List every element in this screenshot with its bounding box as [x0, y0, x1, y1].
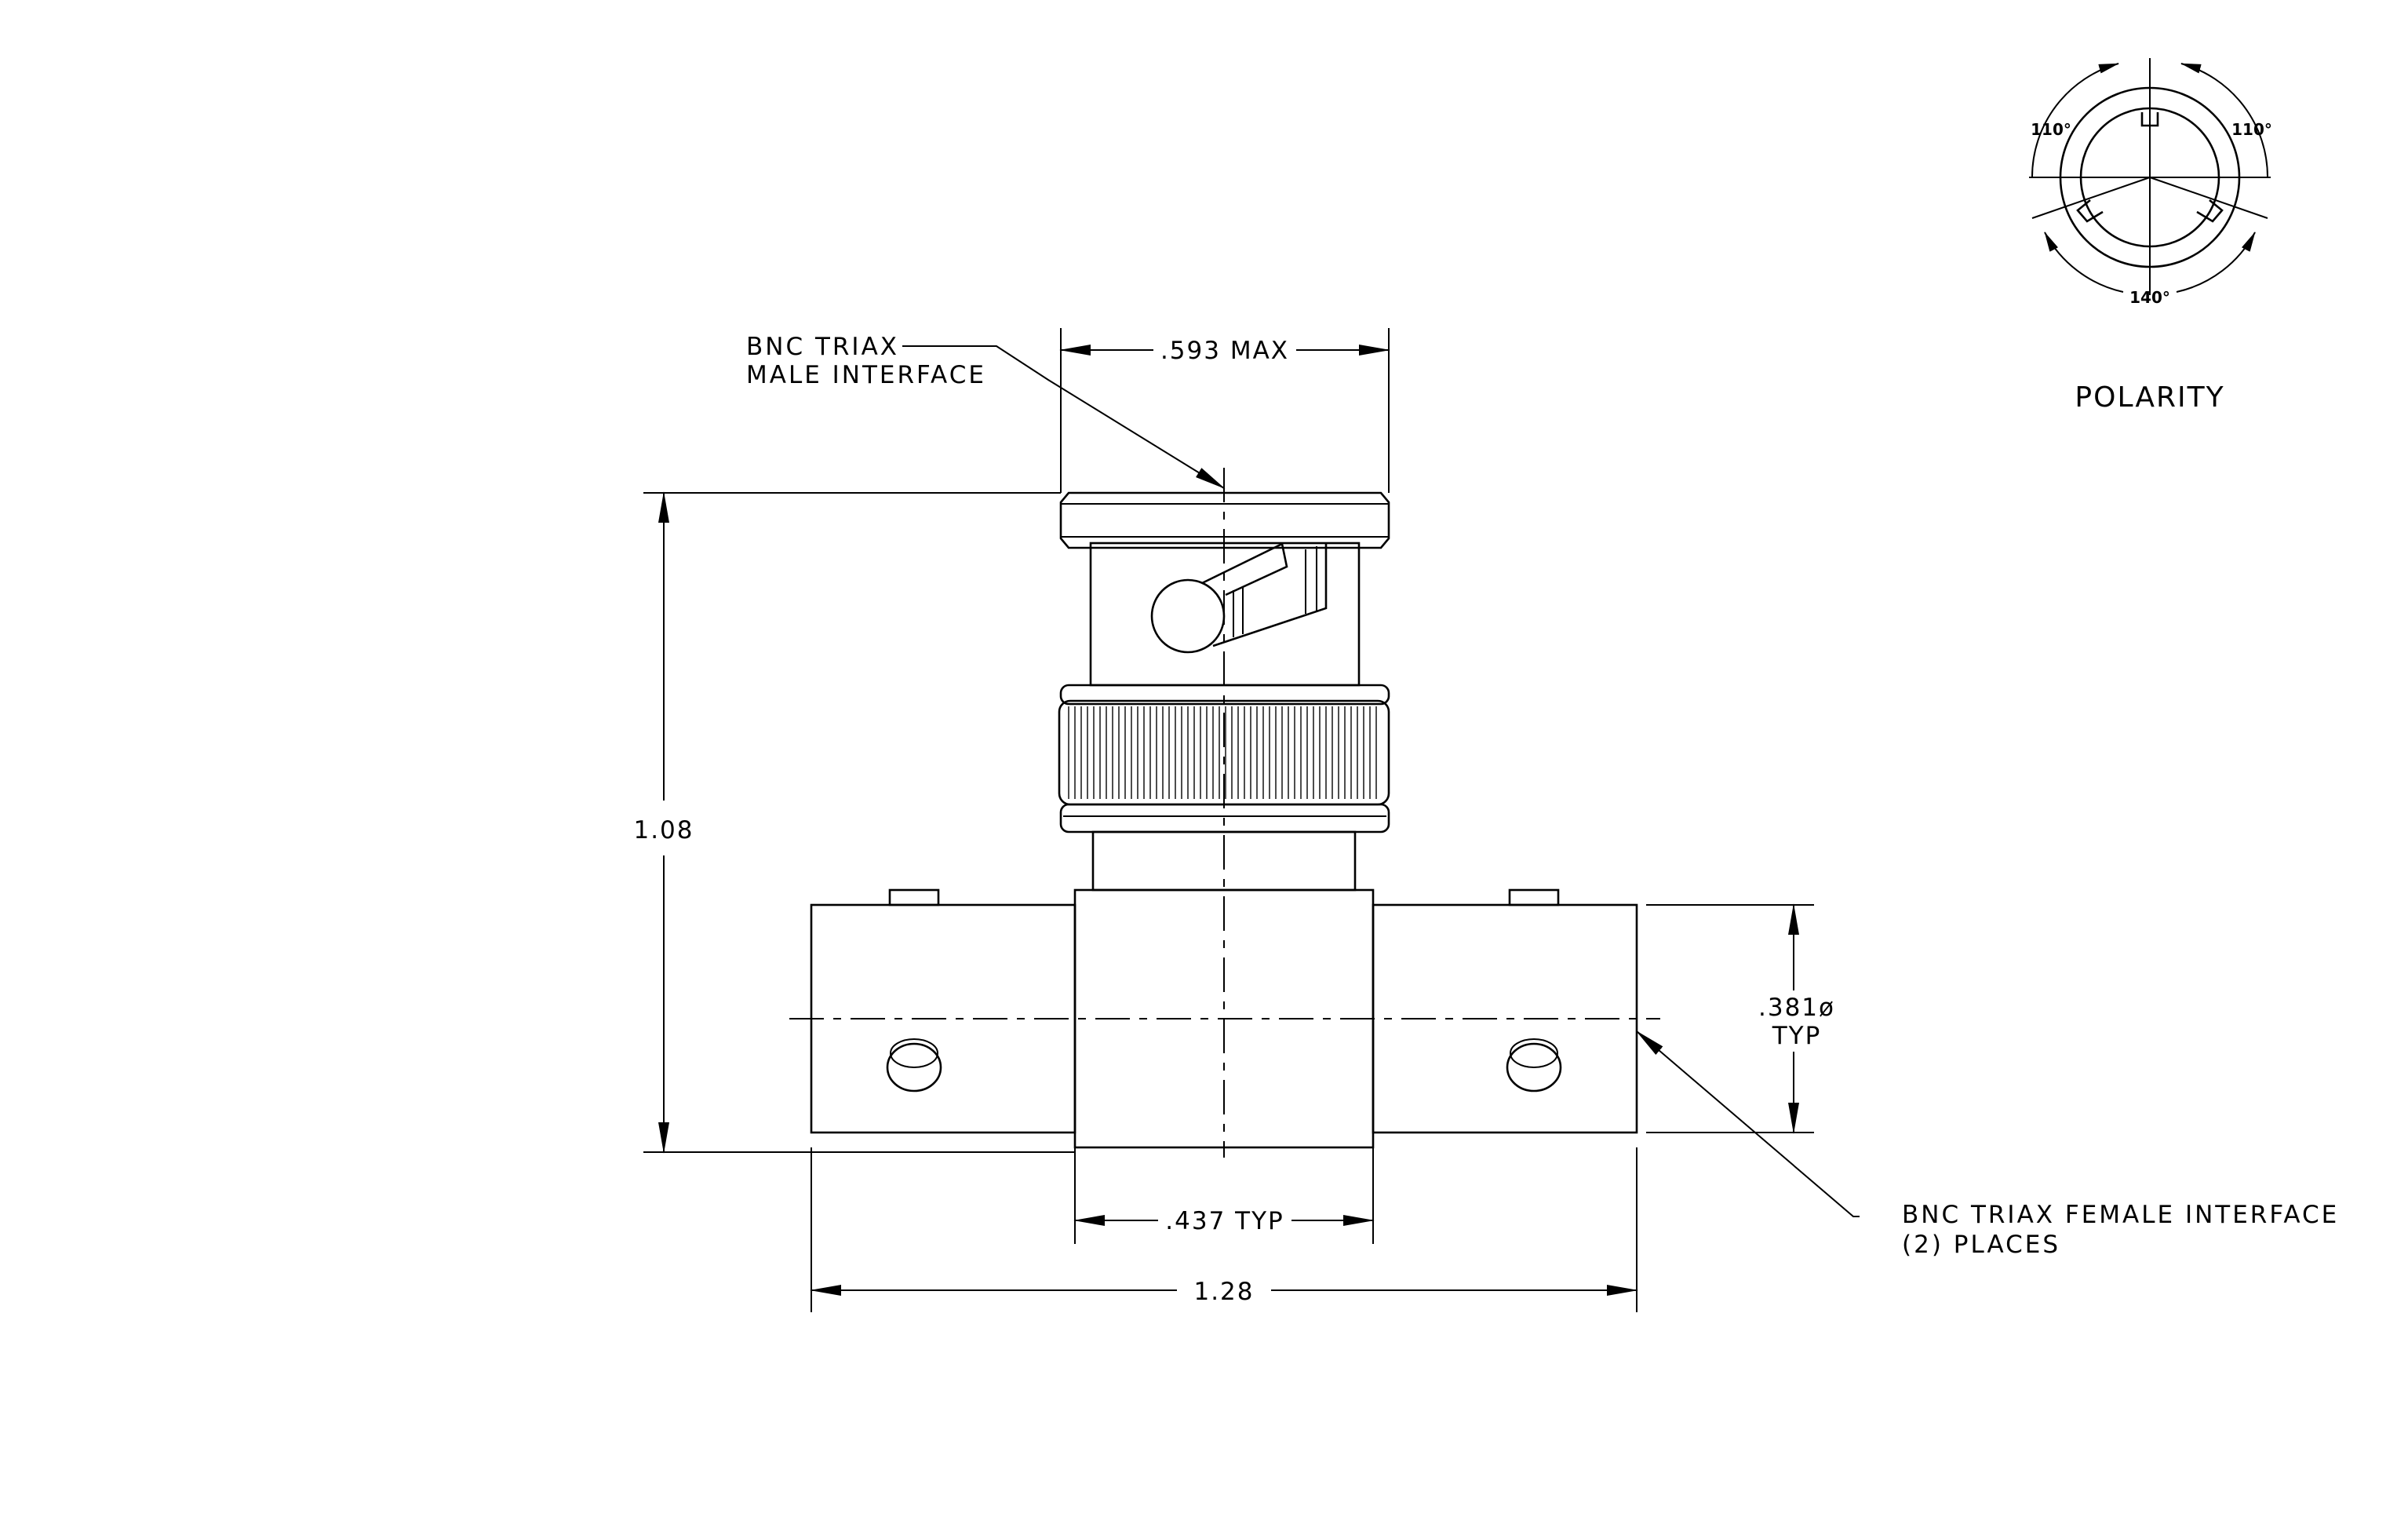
female-interface-label-line2: (2) PLACES [1902, 1231, 2060, 1259]
polarity-title: POLARITY [2075, 381, 2224, 414]
polarity-angle-left: 110° [2031, 120, 2071, 139]
female-interface-callout: BNC TRIAX FEMALE INTERFACE (2) PLACES [1635, 1030, 2339, 1259]
bayonet-slot [1150, 542, 1328, 654]
male-interface-callout: BNC TRIAX MALE INTERFACE [746, 333, 1226, 490]
dim-body-width: .437 TYP [1073, 1147, 1375, 1244]
male-interface-label-line2: MALE INTERFACE [746, 361, 986, 389]
right-top-stud [1508, 888, 1560, 906]
polarity-detail: 110° 110° 140° POLARITY [2029, 58, 2272, 414]
polarity-angle-bottom: 140° [2129, 288, 2170, 307]
dim-top-width: .593 MAX [1059, 328, 1390, 493]
dim-overall-height-label: 1.08 [633, 816, 694, 844]
male-interface-label-line1: BNC TRIAX [746, 333, 899, 361]
left-top-stud [888, 888, 940, 906]
right-bayonet-pin [1506, 1038, 1562, 1092]
dim-overall-height: 1.08 [633, 491, 1075, 1154]
dim-overall-width: 1.28 [810, 1147, 1638, 1312]
dim-overall-width-label: 1.28 [1193, 1278, 1254, 1306]
dim-diameter-label: .381ø [1758, 994, 1835, 1022]
left-bayonet-pin [886, 1038, 942, 1092]
top-flange [1059, 491, 1390, 549]
dim-body-width-label: .437 TYP [1165, 1207, 1284, 1235]
dim-diameter-typ: TYP [1772, 1022, 1822, 1050]
polarity-key-right [2196, 199, 2224, 223]
polarity-key-top [2140, 112, 2159, 127]
polarity-key-left [2076, 199, 2104, 223]
dim-diameter: .381ø TYP [1646, 903, 1835, 1134]
knurl-pattern [1068, 706, 1377, 799]
polarity-angle-right: 110° [2231, 120, 2272, 139]
female-interface-label-line1: BNC TRIAX FEMALE INTERFACE [1902, 1201, 2339, 1229]
dim-top-width-label: .593 MAX [1160, 337, 1289, 365]
